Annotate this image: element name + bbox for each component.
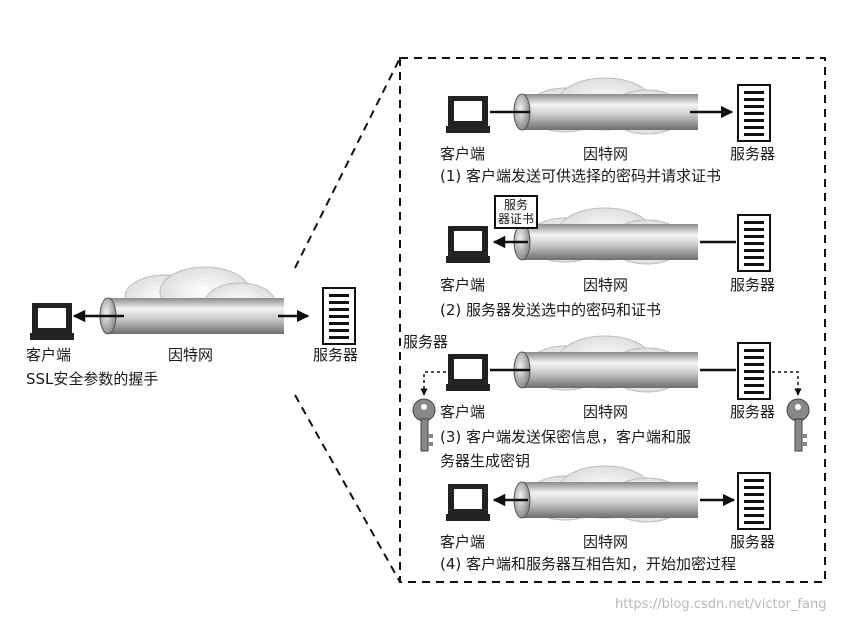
- computer-icon: [446, 354, 490, 391]
- overview-server-icon: [322, 287, 356, 345]
- step3-caption-line2: 务器生成密钥: [440, 452, 531, 470]
- step2-server-label: 服务器: [730, 276, 776, 294]
- computer-icon: [446, 484, 490, 521]
- internet-tube: [513, 481, 698, 519]
- server-icon: [737, 472, 771, 530]
- server-icon: [737, 342, 771, 400]
- overview-caption: SSL安全参数的握手: [26, 370, 159, 388]
- step4-internet-label: 因特网: [583, 533, 629, 551]
- step1-caption: (1) 客户端发送可供选择的密码并请求证书: [440, 167, 722, 185]
- step4-caption: (4) 客户端和服务器互相告知，开始加密过程: [440, 555, 737, 573]
- watermark: https://blog.csdn.net/victor_fang: [615, 597, 827, 612]
- overview-tube: [99, 297, 284, 335]
- computer-icon: [446, 226, 490, 263]
- dotted-arrow-client-key: [420, 371, 446, 396]
- step3-server-top-label: 服务器: [403, 333, 449, 351]
- cert-line-2: 器证书: [498, 212, 535, 226]
- internet-tube: [513, 351, 698, 389]
- server-icon: [737, 84, 771, 142]
- step3-client-label: 客户端: [440, 403, 486, 421]
- overview-internet-label: 因特网: [168, 346, 214, 364]
- step2-client-label: 客户端: [440, 276, 486, 294]
- cert-line-1: 服务: [504, 198, 529, 212]
- step4-server-label: 服务器: [730, 533, 776, 551]
- step3-internet-label: 因特网: [583, 403, 629, 421]
- overview-client-label: 客户端: [26, 346, 72, 364]
- step1-client-label: 客户端: [440, 145, 486, 163]
- step1-server-label: 服务器: [730, 145, 776, 163]
- step2-internet-label: 因特网: [583, 276, 629, 294]
- server-certificate-box: 服务 器证书: [494, 195, 539, 229]
- computer-icon: [446, 96, 490, 133]
- step1-internet-label: 因特网: [583, 145, 629, 163]
- step3-server-label: 服务器: [730, 403, 776, 421]
- server-icon: [737, 214, 771, 272]
- step4-client-label: 客户端: [440, 533, 486, 551]
- overview-computer-icon: [30, 303, 74, 340]
- zoom-guides: [294, 57, 826, 583]
- overview-server-label: 服务器: [313, 346, 359, 364]
- internet-tube: [513, 93, 698, 131]
- dotted-arrow-server-key: [772, 371, 802, 396]
- internet-tube: [513, 223, 698, 261]
- key-icon: [412, 398, 436, 452]
- step2-caption: (2) 服务器发送选中的密码和证书: [440, 301, 662, 319]
- key-icon: [786, 398, 810, 452]
- step3-caption-line1: (3) 客户端发送保密信息，客户端和服: [440, 428, 692, 446]
